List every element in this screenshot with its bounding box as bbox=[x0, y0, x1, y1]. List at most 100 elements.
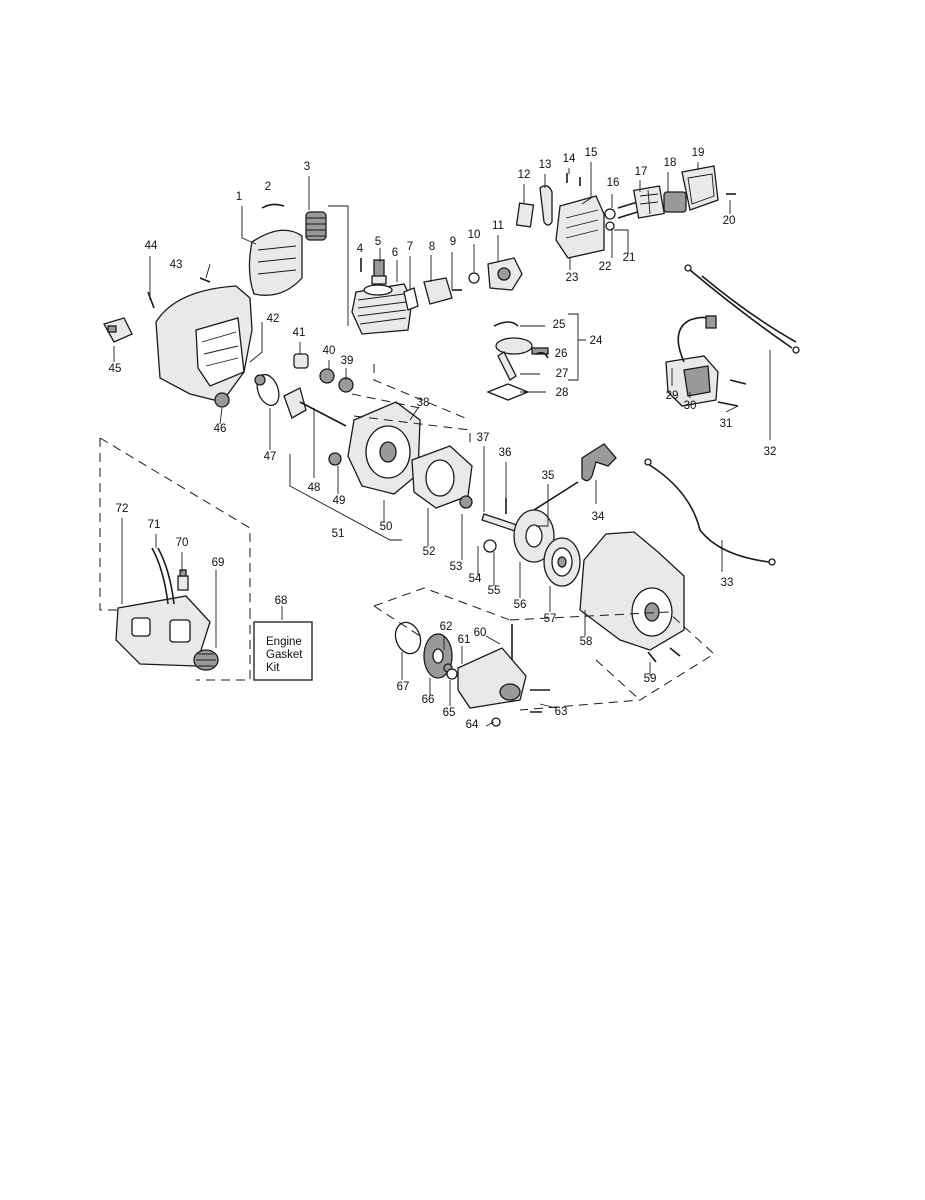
washer-65 bbox=[446, 668, 458, 680]
part-number-5: 5 bbox=[375, 236, 381, 248]
part-number-42: 42 bbox=[267, 313, 280, 325]
starter-pulley bbox=[513, 481, 579, 563]
part-number-39: 39 bbox=[341, 355, 354, 367]
part-number-59: 59 bbox=[644, 673, 657, 685]
part-number-53: 53 bbox=[450, 561, 463, 573]
crankshaft bbox=[283, 387, 347, 427]
part-number-18: 18 bbox=[664, 157, 677, 169]
seal-39 bbox=[338, 377, 354, 393]
part-number-16: 16 bbox=[607, 177, 620, 189]
part-number-37: 37 bbox=[477, 432, 490, 444]
dashed-group-lines bbox=[99, 364, 715, 711]
part-number-10: 10 bbox=[468, 229, 481, 241]
parts-layer bbox=[103, 165, 800, 727]
part-number-29: 29 bbox=[666, 390, 679, 402]
choke-lever bbox=[539, 185, 553, 226]
nut-46 bbox=[214, 392, 230, 408]
part-number-32: 32 bbox=[764, 446, 777, 458]
part-number-33: 33 bbox=[721, 577, 734, 589]
part-number-54: 54 bbox=[469, 573, 482, 585]
part-number-62: 62 bbox=[440, 621, 453, 633]
part-number-56: 56 bbox=[514, 599, 527, 611]
muffler-cover bbox=[248, 229, 303, 296]
carburetor bbox=[487, 257, 523, 291]
leader-lines bbox=[113, 162, 771, 727]
engine-shroud bbox=[155, 285, 253, 403]
part-number-40: 40 bbox=[323, 345, 336, 357]
screws-63 bbox=[530, 689, 550, 713]
part-number-15: 15 bbox=[585, 147, 598, 159]
part-number-38: 38 bbox=[417, 397, 430, 409]
nut-64 bbox=[491, 717, 501, 727]
part-number-3: 3 bbox=[304, 161, 310, 173]
washer-22 bbox=[605, 221, 615, 231]
part-number-41: 41 bbox=[293, 327, 306, 339]
ground-wire bbox=[684, 264, 800, 354]
part-number-51: 51 bbox=[332, 528, 345, 540]
throttle-cable bbox=[644, 458, 776, 566]
washer-53 bbox=[459, 495, 473, 509]
starter-handle bbox=[581, 443, 617, 482]
part-number-17: 17 bbox=[635, 166, 648, 178]
part-number-28: 28 bbox=[556, 387, 569, 399]
part-number-11: 11 bbox=[492, 220, 504, 232]
cylinder bbox=[351, 283, 413, 335]
part-number-23: 23 bbox=[566, 272, 579, 284]
screw-30 bbox=[729, 379, 747, 385]
seal-47b bbox=[254, 374, 266, 386]
air-filter-housing bbox=[555, 195, 605, 259]
screw-43 bbox=[199, 277, 211, 283]
fuel-line bbox=[151, 547, 175, 605]
part-number-45: 45 bbox=[109, 363, 122, 375]
part-number-68: 68 bbox=[275, 595, 288, 607]
washer-54 bbox=[483, 539, 497, 553]
part-number-60: 60 bbox=[474, 627, 487, 639]
part-number-64: 64 bbox=[466, 719, 479, 731]
part-number-26: 26 bbox=[555, 348, 568, 360]
screws-59 bbox=[647, 647, 681, 663]
part-number-69: 69 bbox=[212, 557, 225, 569]
part-number-50: 50 bbox=[380, 521, 393, 533]
part-number-27: 27 bbox=[556, 368, 569, 380]
part-number-72: 72 bbox=[116, 503, 129, 515]
part-number-47: 47 bbox=[264, 451, 277, 463]
part-number-57: 57 bbox=[544, 613, 557, 625]
kit-label-line: Engine bbox=[266, 636, 302, 648]
part-number-7: 7 bbox=[407, 241, 413, 253]
starter-housing bbox=[579, 531, 685, 651]
crankcase bbox=[347, 401, 421, 495]
part-number-36: 36 bbox=[499, 447, 512, 459]
spring bbox=[305, 211, 327, 241]
part-number-24: 24 bbox=[590, 335, 603, 347]
washer-10 bbox=[468, 272, 480, 284]
part-number-25: 25 bbox=[553, 319, 566, 331]
stop-switch bbox=[103, 317, 133, 343]
fuel-filter bbox=[177, 569, 189, 591]
screw-44 bbox=[147, 291, 155, 309]
insulator bbox=[423, 277, 453, 305]
filter-cover bbox=[681, 165, 719, 211]
part-number-13: 13 bbox=[539, 159, 552, 171]
part-number-34: 34 bbox=[592, 511, 605, 523]
piston-assembly bbox=[486, 321, 549, 401]
recoil-spring bbox=[543, 537, 581, 587]
part-number-35: 35 bbox=[542, 470, 555, 482]
part-number-22: 22 bbox=[599, 261, 612, 273]
part-number-14: 14 bbox=[563, 153, 576, 165]
bearing-40 bbox=[319, 368, 335, 384]
fuel-cap bbox=[193, 649, 219, 671]
part-number-48: 48 bbox=[308, 482, 321, 494]
kit-label-line: Kit bbox=[266, 662, 280, 674]
part-number-19: 19 bbox=[692, 147, 705, 159]
screw-31 bbox=[717, 401, 739, 407]
filter-frame bbox=[633, 185, 665, 219]
part-number-66: 66 bbox=[422, 694, 435, 706]
ignition-coil bbox=[665, 315, 719, 407]
part-number-20: 20 bbox=[723, 215, 736, 227]
part-number-8: 8 bbox=[429, 241, 435, 253]
part-number-31: 31 bbox=[720, 418, 733, 430]
part-number-71: 71 bbox=[148, 519, 161, 531]
